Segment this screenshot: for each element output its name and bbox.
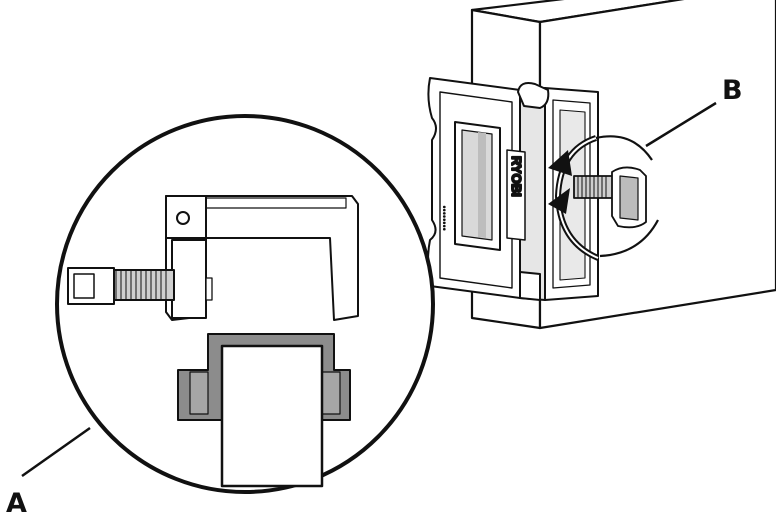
callout-a-label: A (6, 488, 27, 518)
rotation-arrow-icon (548, 135, 659, 261)
brand-logo: RYOBI (509, 156, 524, 197)
screw-knob (573, 166, 647, 229)
label-text: · · · · · · · · (442, 206, 448, 230)
callout-a-leader (21, 426, 91, 478)
ryobi-device: · · · · · · · · RYOBI (427, 77, 599, 301)
callout-b-label: B (722, 75, 743, 106)
callout-b-leader (645, 101, 717, 148)
clamp-detail (67, 195, 359, 488)
